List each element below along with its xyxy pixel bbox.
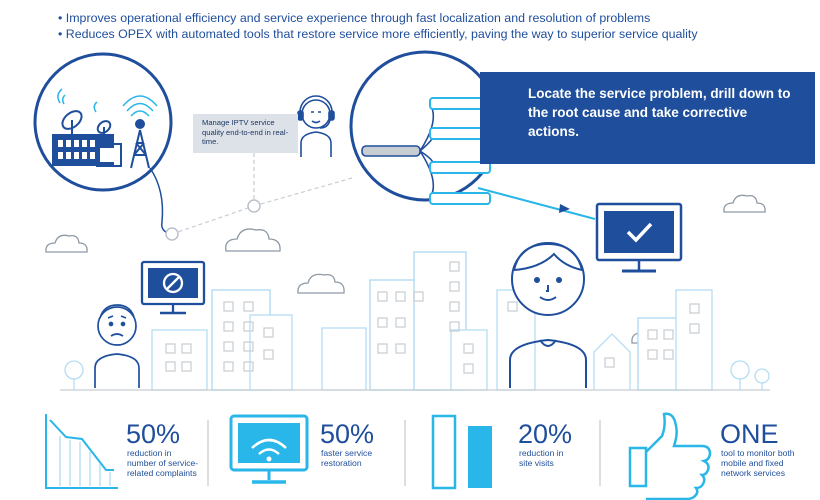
stat-desc-restoration: faster service restoration — [321, 448, 373, 468]
stat-desc-complaints: reduction in number of service-related c… — [127, 448, 199, 478]
monitor-signal-icon — [229, 414, 309, 484]
satellite-dish-icon — [61, 110, 112, 134]
connection-lines — [171, 149, 353, 235]
stat-value-restoration: 50% — [320, 419, 375, 449]
note-text: Manage IPTV service quality end-to-end i… — [202, 118, 289, 147]
callout-arrow — [477, 187, 596, 220]
network-site-circle — [33, 52, 173, 235]
callout-box — [480, 72, 815, 164]
stat-value-complaints: 50% — [126, 419, 181, 449]
radio-tower-icon — [130, 119, 150, 169]
city-buildings — [60, 251, 770, 391]
stat-separators — [207, 420, 601, 486]
root-cause-magnifier — [349, 50, 501, 205]
checkmark-monitor-icon — [595, 202, 683, 273]
node-dot — [247, 199, 261, 213]
benefit-bullets: • Improves operational efficiency and se… — [58, 10, 798, 42]
stat-value-one-tool: ONE — [720, 419, 779, 449]
note-box — [193, 114, 298, 153]
stat-desc-one-tool: tool to monitor both mobile and fixed ne… — [721, 448, 795, 478]
node-dot — [165, 227, 179, 241]
callout-text: Locate the service problem, drill down t… — [528, 86, 791, 139]
happy-user-figure — [509, 242, 587, 388]
declining-chart-icon — [45, 414, 118, 489]
bullet-1: • Improves operational efficiency and se… — [58, 11, 651, 25]
operator-headset-figure — [297, 95, 335, 157]
stat-desc-site-visits: reduction in site visits — [519, 448, 564, 468]
blocked-monitor-icon — [140, 260, 206, 315]
thumbs-up-icon — [628, 412, 712, 500]
comparison-bars-icon — [431, 414, 492, 490]
stat-value-site-visits: 20% — [518, 419, 573, 449]
sad-user-figure — [94, 304, 140, 388]
bullet-2: • Reduces OPEX with automated tools that… — [58, 27, 698, 41]
